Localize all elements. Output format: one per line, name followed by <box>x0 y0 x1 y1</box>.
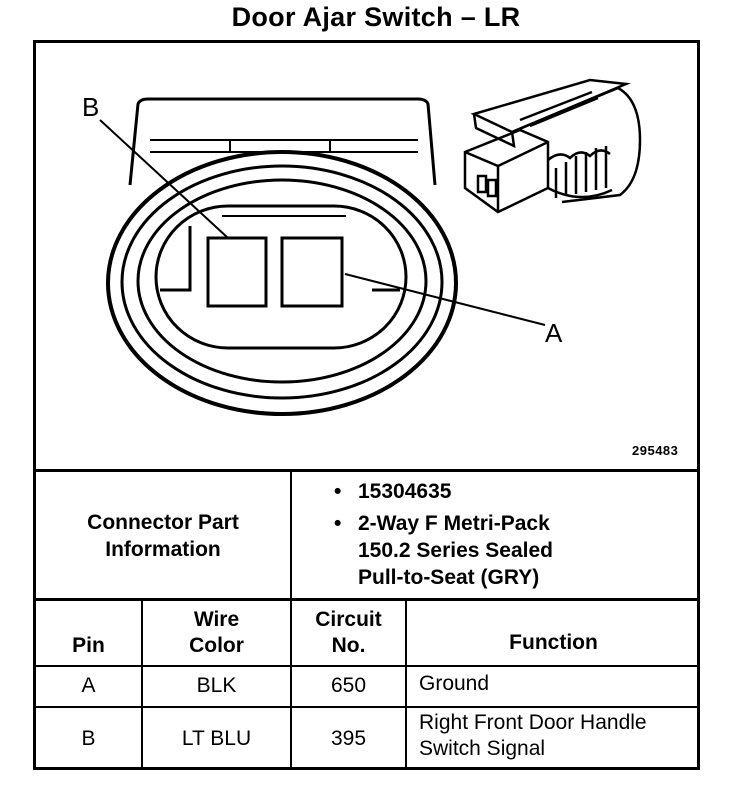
bullet-icon: • <box>334 512 342 535</box>
divider-row <box>33 706 700 708</box>
row-a-wire-color: BLK <box>196 674 237 697</box>
row-b-function-line1: Right Front Door Handle <box>419 711 647 734</box>
row-b-pin: B <box>81 727 96 750</box>
header-function: Function <box>509 631 598 654</box>
header-circuit-no: Circuit No. <box>315 608 382 657</box>
bullet-icon: • <box>334 480 342 503</box>
connector-description-line3: Pull-to-Seat (GRY) <box>358 566 540 589</box>
connector-description-item: • 2-Way F Metri-Pack 150.2 Series Sealed… <box>334 510 553 591</box>
row-b-function-line2: Switch Signal <box>419 737 546 760</box>
row-a-pin: A <box>81 674 96 697</box>
callout-b-leader <box>99 119 229 239</box>
divider-header <box>33 665 700 667</box>
connector-perspective-illustration <box>463 78 642 214</box>
part-number: 15304635 <box>358 480 452 503</box>
callout-label-a: A <box>545 318 563 348</box>
connector-part-info-line1: Connector Part <box>87 511 239 534</box>
divider-col-circuit <box>405 598 407 770</box>
divider-info <box>33 598 700 601</box>
connector-part-info-label: Connector Part Information <box>36 509 290 563</box>
divider-col-wire <box>290 598 292 770</box>
divider-diagram <box>33 469 700 472</box>
page-title: Door Ajar Switch – LR <box>231 2 521 32</box>
part-number-item: • 15304635 <box>334 478 553 505</box>
header-wire-color: Wire Color <box>189 608 244 657</box>
figure-number: 295483 <box>632 443 679 458</box>
row-b-function: Right Front Door Handle Switch Signal <box>419 710 647 762</box>
connector-frame <box>33 40 700 770</box>
connector-part-info-line2: Information <box>105 538 221 561</box>
divider-col-pin <box>141 598 143 770</box>
connector-description-line1: 2-Way F Metri-Pack <box>358 512 550 535</box>
callout-a-leader <box>344 273 546 326</box>
callout-label-b: B <box>82 92 100 122</box>
row-b-wire-color: LT BLU <box>181 727 252 750</box>
row-b-circuit: 395 <box>330 727 367 750</box>
connector-face <box>106 97 458 416</box>
terminal-a <box>280 236 344 308</box>
connector-part-info-list: • 15304635 • 2-Way F Metri-Pack 150.2 Se… <box>334 478 553 591</box>
connector-face-diagram <box>99 78 642 416</box>
row-a-circuit: 650 <box>330 674 367 697</box>
divider-info-col <box>290 469 292 601</box>
connector-description-line2: 150.2 Series Sealed <box>358 539 553 562</box>
header-pin: Pin <box>72 634 105 657</box>
row-a-function: Ground <box>419 672 490 695</box>
terminal-b <box>206 236 268 308</box>
